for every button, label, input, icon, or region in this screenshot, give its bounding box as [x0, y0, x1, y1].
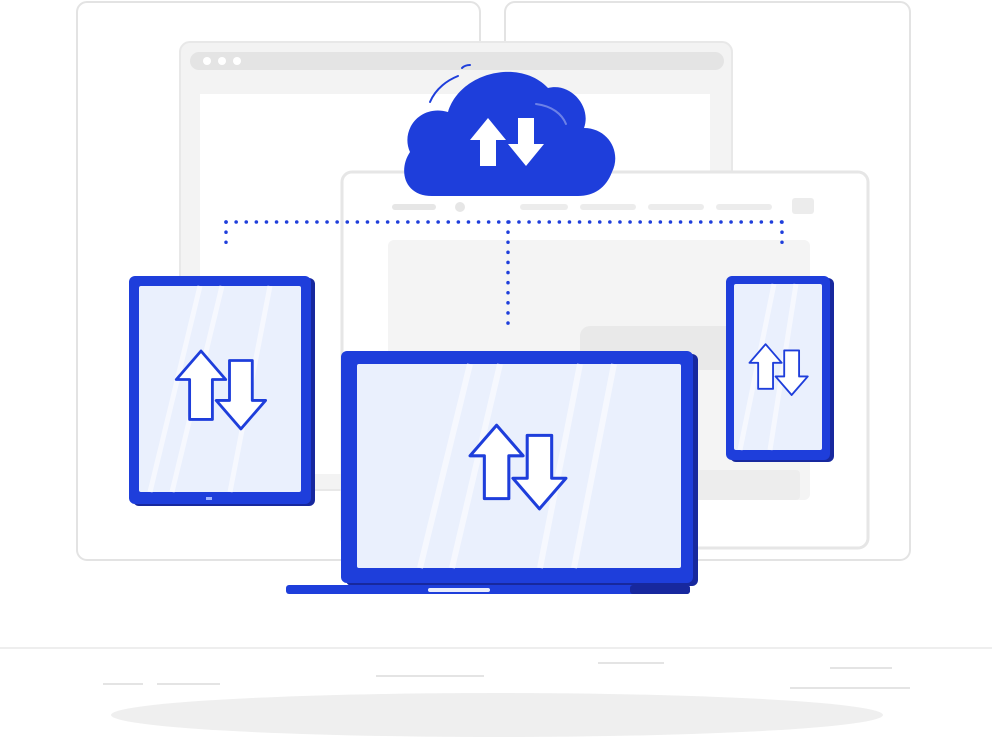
- connection-lines: [224, 220, 784, 332]
- floor: [0, 647, 992, 737]
- window-dot-icon: [233, 57, 241, 65]
- laptop-device: [286, 351, 698, 594]
- cloud-sync-icon: [404, 64, 616, 196]
- window-dot-icon: [218, 57, 226, 65]
- window-dot-icon: [203, 57, 211, 65]
- phone-device: [726, 276, 834, 462]
- shadow: [111, 693, 883, 737]
- up-arrow-icon: [470, 118, 506, 166]
- tablet-device: [129, 276, 315, 506]
- down-arrow-icon: [508, 118, 544, 166]
